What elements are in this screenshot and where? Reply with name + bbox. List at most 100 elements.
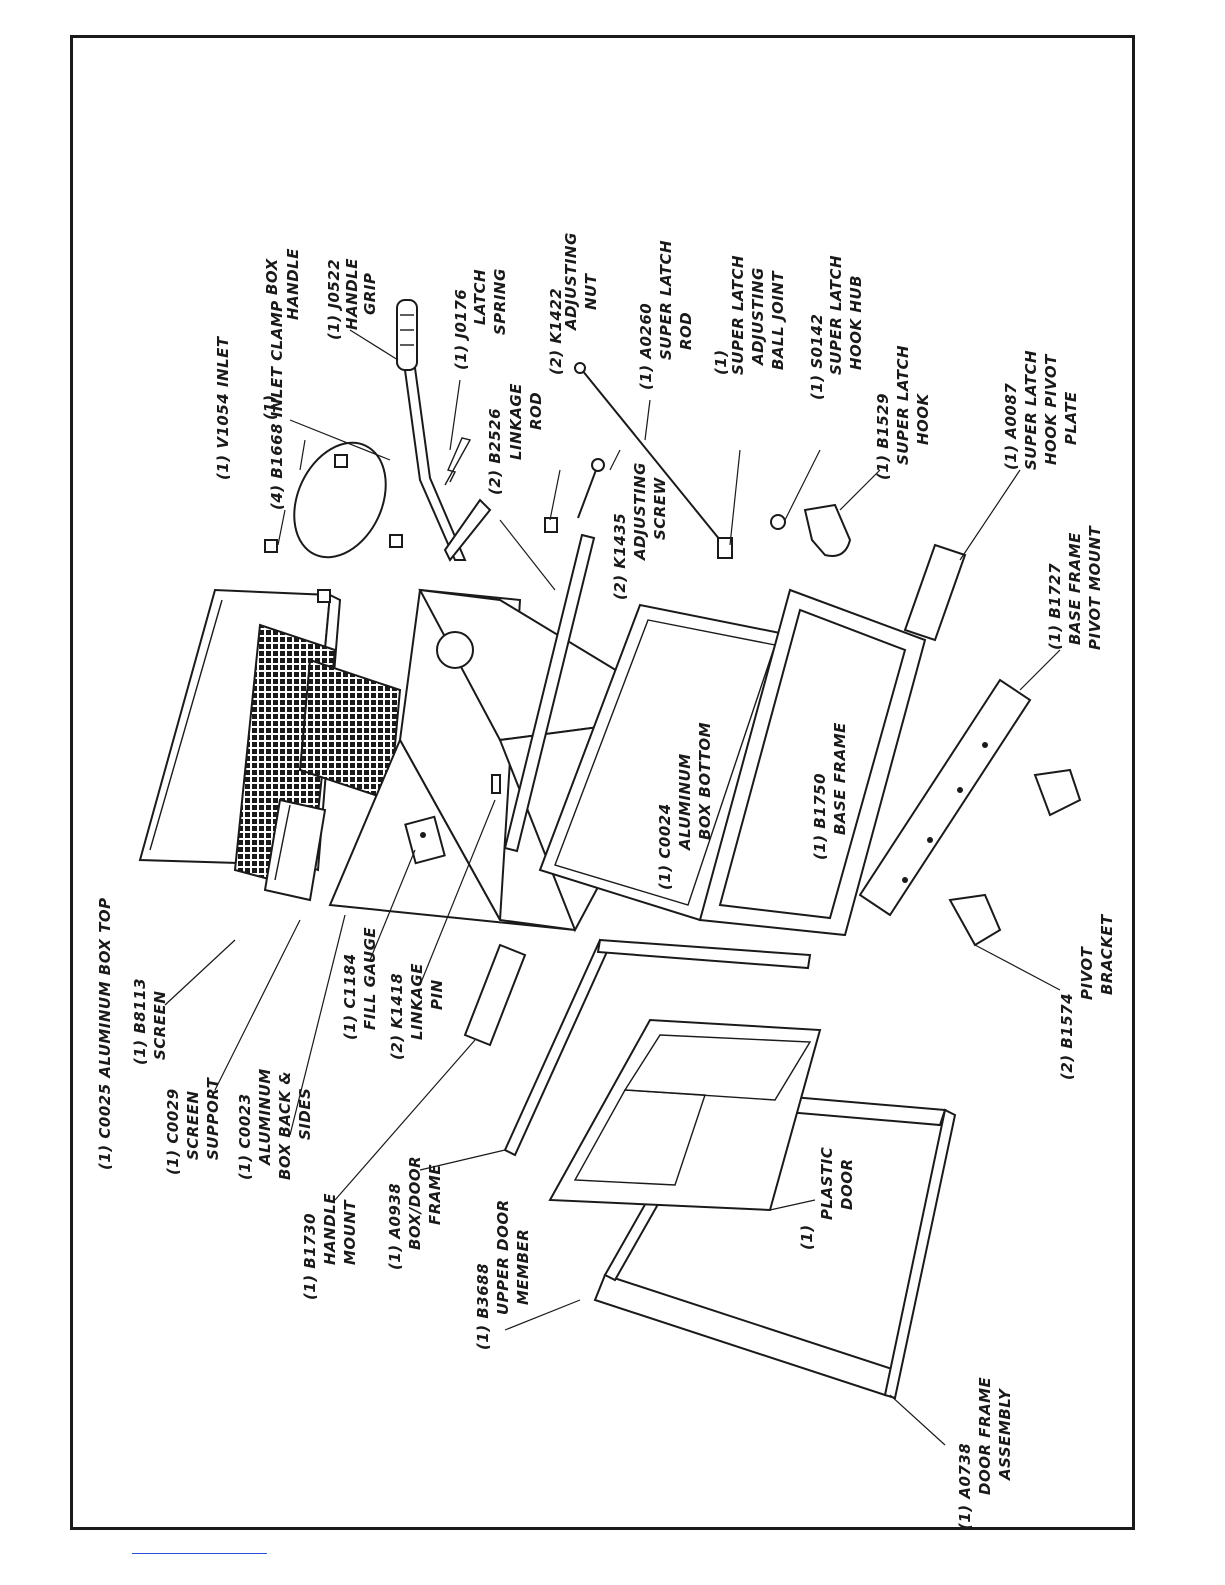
screen-support-part <box>263 798 327 902</box>
base-frame-part <box>698 588 927 937</box>
label-linkage-pin-1: (2) K1418 <box>388 973 406 1060</box>
label-linkage-rod-3: ROD <box>527 392 545 430</box>
label-ball-joint-1: (1) <box>712 349 730 375</box>
label-pivot-mount-2: BASE FRAME <box>1066 532 1084 645</box>
adjusting-nut-part <box>544 517 558 533</box>
label-latch-rod-2: SUPER LATCH <box>657 240 675 360</box>
ball-joint-part <box>717 537 733 559</box>
label-adj-screw-3: SCREW <box>651 476 669 540</box>
label-back-sides-1: (1) C0023 <box>236 1093 254 1180</box>
label-linkage-rod-1: (2) B2526 <box>486 408 504 495</box>
label-box-door-frame-1: (1) A0938 <box>386 1183 404 1270</box>
label-latch-rod-1: (1) A0260 <box>637 303 655 390</box>
label-latch-spring-2: LATCH <box>471 269 489 325</box>
upper-door-member-part <box>503 938 812 1157</box>
super-latch-rod-part <box>574 362 721 541</box>
label-fill-gauge-1: (1) C1184 <box>341 953 359 1040</box>
label-upper-door-1: (1) B3688 <box>474 1263 492 1350</box>
label-adj-screw-1: (2) K1435 <box>611 513 629 600</box>
box-handle-part <box>403 366 492 562</box>
label-plastic-door-1: (1) <box>798 1224 816 1250</box>
label-screen-1: (1) B8113 <box>131 978 149 1065</box>
label-screen-support-1: (1) C0029 <box>164 1088 182 1175</box>
label-box-bottom-2: ALUMINUM <box>676 753 694 851</box>
handle-mount-part <box>463 943 527 1047</box>
label-upper-door-2: UPPER DOOR <box>494 1199 512 1315</box>
label-pivot-bracket-2: PIVOT <box>1078 945 1096 1000</box>
label-box-bottom-3: BOX BOTTOM <box>696 722 714 840</box>
label-pivot-bracket-3: BRACKET <box>1098 913 1116 995</box>
label-pivot-mount-3: PIVOT MOUNT <box>1086 524 1104 650</box>
inlet-clamp-part <box>264 454 403 603</box>
label-upper-door-3: MEMBER <box>514 1229 532 1305</box>
label-back-sides-3: BOX BACK & <box>276 1071 294 1180</box>
label-box-bottom-1: (1) C0024 <box>656 803 674 890</box>
label-box-handle-2: HANDLE <box>284 248 302 320</box>
label-screen-support-2: SCREEN <box>184 1091 202 1160</box>
label-handle-mount-2: HANDLE <box>321 1193 339 1265</box>
label-hook-hub-1: (1) S0142 <box>808 314 826 400</box>
super-latch-hook-part <box>803 503 852 557</box>
label-screen-support-3: SUPPORT <box>204 1076 222 1160</box>
hook-pivot-plate-part <box>903 543 967 642</box>
label-adj-nut-1: (2) K1422 <box>547 288 565 375</box>
latch-spring-part <box>444 437 472 486</box>
label-back-sides-4: SIDES <box>296 1088 314 1140</box>
linkage-rod-part <box>503 533 596 853</box>
label-hook-hub-2: SUPER LATCH <box>827 255 845 375</box>
label-handle-mount-1: (1) B1730 <box>301 1213 319 1300</box>
label-adj-screw-2: ADJUSTING <box>631 462 649 561</box>
label-adj-nut-2: ADJUSTING <box>562 232 580 331</box>
label-latch-spring-3: SPRING <box>491 268 509 335</box>
label-pivot-plate-3: HOOK PIVOT <box>1042 353 1060 465</box>
label-plastic-door-3: DOOR <box>838 1158 856 1210</box>
label-latch-hook-3: HOOK <box>914 392 932 445</box>
label-handle-grip-3: GRIP <box>361 273 379 315</box>
base-frame-pivot-mount-part <box>858 678 1032 917</box>
linkage-pin-part <box>491 774 501 794</box>
label-latch-spring-1: (1) J0176 <box>452 289 470 370</box>
label-base-frame-2: BASE FRAME <box>831 722 849 835</box>
label-latch-hook-2: SUPER LATCH <box>894 345 912 465</box>
label-adj-nut-3: NUT <box>582 272 600 310</box>
footer-link-underline[interactable] <box>132 1553 267 1554</box>
label-linkage-pin-3: PIN <box>428 979 446 1010</box>
label-fill-gauge-2: FILL GAUGE <box>361 927 379 1030</box>
label-latch-rod-3: ROD <box>677 312 695 350</box>
label-handle-grip-2: HANDLE <box>343 258 361 330</box>
label-pivot-mount-1: (1) B1727 <box>1046 563 1064 650</box>
label-box-door-frame-3: FRAME <box>426 1164 444 1225</box>
label-handle-grip-1: (1) J0522 <box>325 259 343 340</box>
label-box-handle-1: BOX <box>263 257 281 295</box>
label-ball-joint-4: BALL JOINT <box>769 270 787 370</box>
part-labels: (1) C0025 ALUMINUM BOX TOP (4) B1668 INL… <box>96 232 1116 1530</box>
label-pivot-bracket-1: (2) B1574 <box>1058 993 1076 1080</box>
inlet-part <box>293 441 387 559</box>
handle-grip-part <box>396 299 418 371</box>
label-hook-hub-3: HOOK HUB <box>847 275 865 370</box>
plastic-door-part <box>548 1018 822 1212</box>
label-box-door-frame-2: BOX/DOOR <box>406 1156 424 1250</box>
hook-hub-part <box>770 514 786 530</box>
leader-lines <box>164 329 1061 1446</box>
label-pivot-plate-4: PLATE <box>1062 391 1080 445</box>
page-border <box>70 35 1135 1530</box>
label-ball-joint-3: ADJUSTING <box>749 267 767 366</box>
label-linkage-rod-2: LINKAGE <box>507 383 525 460</box>
adjusting-screw-part <box>577 458 605 519</box>
label-screen-2: SCREEN <box>151 991 169 1060</box>
label-pivot-plate-2: SUPER LATCH <box>1022 350 1040 470</box>
label-back-sides-2: ALUMINUM <box>256 1068 274 1166</box>
label-box-handle-qty: (1) <box>261 394 279 420</box>
fill-gauge-part <box>404 815 446 865</box>
label-latch-hook-1: (1) B1529 <box>874 393 892 480</box>
label-handle-mount-3: MOUNT <box>341 1199 359 1265</box>
label-base-frame-1: (1) B1750 <box>811 773 829 860</box>
label-inlet: (1) V1054 INLET <box>214 335 232 480</box>
label-plastic-door-2: PLASTIC <box>818 1147 836 1220</box>
label-linkage-pin-2: LINKAGE <box>408 963 426 1040</box>
label-pivot-plate-1: (1) A0087 <box>1002 383 1020 470</box>
label-ball-joint-2: SUPER LATCH <box>729 255 747 375</box>
label-door-frame-assy-3: ASSEMBLY <box>996 1387 1014 1481</box>
